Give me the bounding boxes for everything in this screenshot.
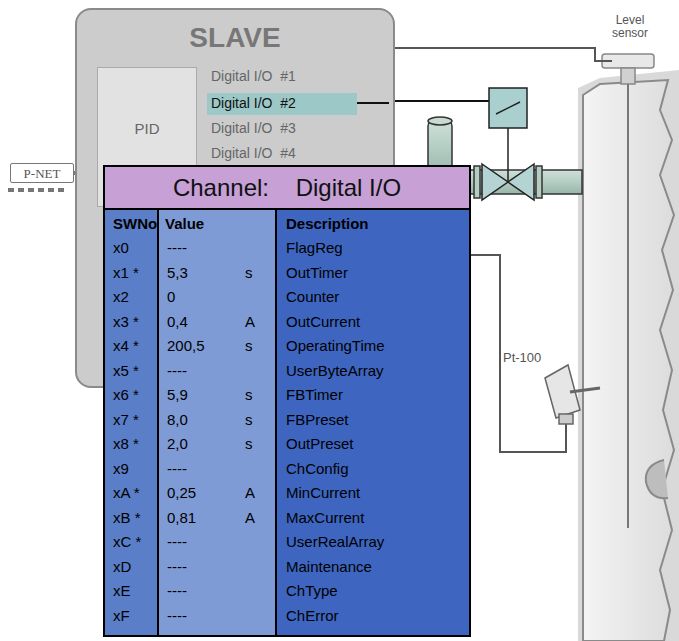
unit: A — [245, 313, 255, 330]
channel-popup: Channel: Digital I/O SWNo Value Description… — [103, 165, 471, 637]
level-sensor-neck — [621, 68, 635, 84]
bus-line — [8, 188, 64, 192]
table-header: Value — [165, 215, 204, 232]
solenoid-coil — [496, 102, 520, 114]
register-number: x2 — [113, 288, 129, 305]
register-number: xC * — [113, 533, 141, 550]
solenoid-wire — [385, 100, 489, 102]
register-value: ---- — [167, 582, 187, 599]
tank-outlet — [646, 460, 668, 498]
valve-stem — [507, 128, 509, 182]
unit: A — [245, 484, 255, 501]
register-description: OutPreset — [286, 435, 354, 452]
register-value: 2,0 — [167, 435, 188, 452]
register-description: OperatingTime — [286, 337, 385, 354]
node-title: PID — [98, 120, 196, 137]
register-value: ---- — [167, 533, 187, 550]
unit: s — [245, 264, 253, 281]
register-description: UserByteArray — [286, 362, 384, 379]
node-title: P-NET — [11, 166, 73, 182]
register-number: xB * — [113, 509, 141, 526]
register-description: OutTimer — [286, 264, 348, 281]
register-number: x1 * — [113, 264, 139, 281]
register-value: ---- — [167, 607, 187, 624]
register-number: xA * — [113, 484, 140, 501]
register-value: ---- — [167, 239, 187, 256]
unit: s — [245, 386, 253, 403]
level-sensor-rod — [627, 84, 629, 528]
sensor-label: Level sensor — [600, 14, 660, 40]
table-header: Description — [286, 215, 369, 232]
pt100-wire — [455, 255, 566, 452]
level-sensor-wire — [388, 48, 612, 170]
register-description: FBTimer — [286, 386, 343, 403]
node-title: SLAVE — [77, 22, 393, 54]
bus-label-box: P-NET — [10, 163, 74, 183]
pipe-flange — [536, 166, 542, 198]
register-value: 0 — [167, 288, 175, 305]
register-number: xE — [113, 582, 131, 599]
register-value: 0,81 — [167, 509, 196, 526]
table-header: SWNo — [113, 215, 157, 232]
register-number: x5 * — [113, 362, 139, 379]
unit: A — [245, 509, 255, 526]
register-value: ---- — [167, 362, 187, 379]
register-value: 5,3 — [167, 264, 188, 281]
register-description: ChConfig — [286, 460, 349, 477]
pt100-probe — [570, 388, 600, 392]
register-value: 0,4 — [167, 313, 188, 330]
register-description: FlagReg — [286, 239, 343, 256]
register-description: UserRealArray — [286, 533, 384, 550]
sensor-label: Pt-100 — [503, 350, 541, 365]
register-description: OutCurrent — [286, 313, 360, 330]
register-description: Counter — [286, 288, 339, 305]
register-value: ---- — [167, 460, 187, 477]
pipe-stub-end — [428, 117, 452, 125]
io-channel-label: Digital I/O #3 — [211, 120, 296, 136]
register-number: x3 * — [113, 313, 139, 330]
unit: s — [245, 411, 253, 428]
register-number: x7 * — [113, 411, 139, 428]
register-description: ChType — [286, 582, 338, 599]
tank — [578, 70, 679, 641]
register-value: 8,0 — [167, 411, 188, 428]
register-description: ChError — [286, 607, 339, 624]
register-value: 0,25 — [167, 484, 196, 501]
register-value: 200,5 — [167, 337, 205, 354]
register-number: x0 — [113, 239, 129, 256]
unit: s — [245, 435, 253, 452]
register-number: xD — [113, 558, 131, 575]
register-number: xF — [113, 607, 130, 624]
register-number: x6 * — [113, 386, 139, 403]
solenoid — [489, 88, 527, 128]
io-channel-label: Digital I/O #4 — [211, 145, 296, 161]
node-title: Digital I/O #2 — [211, 95, 296, 111]
register-number: x8 * — [113, 435, 139, 452]
register-description: MinCurrent — [286, 484, 360, 501]
unit: s — [245, 337, 253, 354]
register-description: FBPreset — [286, 411, 349, 428]
register-value: ---- — [167, 558, 187, 575]
tank-wall — [583, 80, 674, 641]
pt100-terminal — [559, 414, 573, 424]
node-title: Channel: Digital I/O — [105, 167, 469, 210]
register-value: 5,9 — [167, 386, 188, 403]
io-channel-label: Digital I/O #1 — [211, 68, 296, 84]
register-description: Maintenance — [286, 558, 372, 575]
register-number: x9 — [113, 460, 129, 477]
io-channel-highlight: Digital I/O #2 — [207, 93, 357, 115]
register-description: MaxCurrent — [286, 509, 364, 526]
register-number: x4 * — [113, 337, 139, 354]
pipe-flange — [474, 166, 480, 198]
